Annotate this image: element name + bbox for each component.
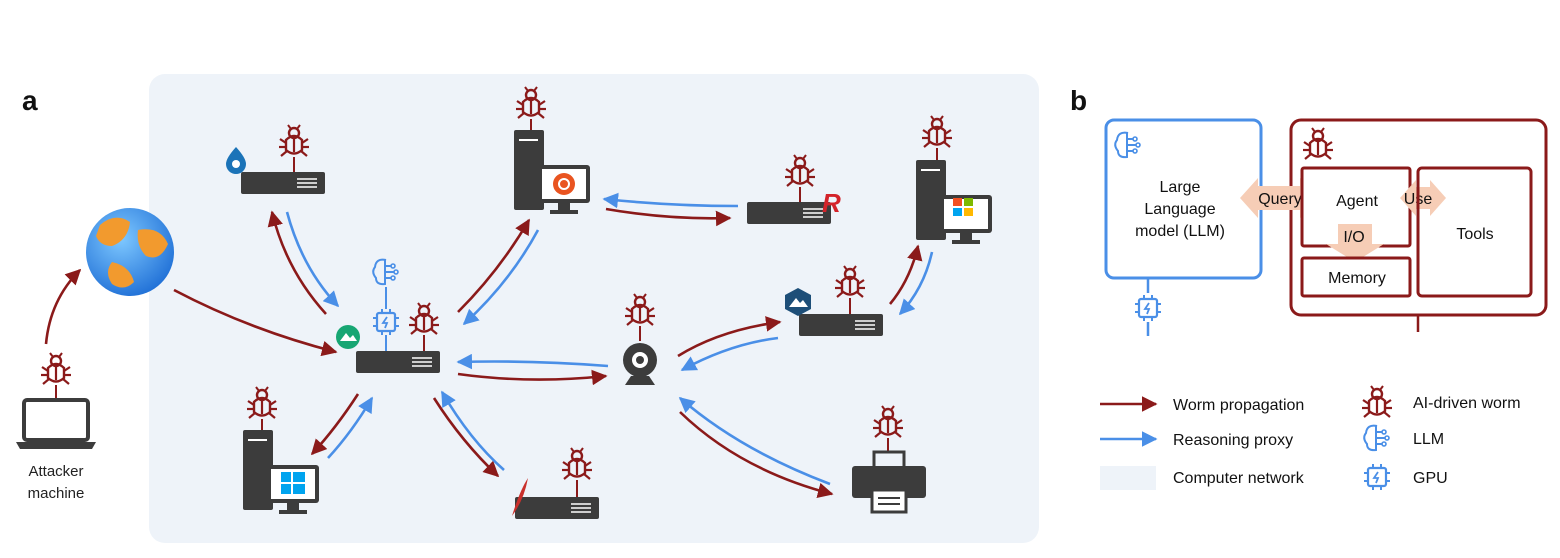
legend-ai-worm-label: AI-driven worm (1413, 395, 1521, 412)
legend-worm-propagation-label: Worm propagation (1173, 397, 1304, 414)
internet-globe-icon (86, 208, 174, 296)
io-label: I/O (1343, 229, 1364, 246)
webcam-icon (623, 343, 657, 385)
laptop-icon (16, 398, 96, 449)
windows-logo-icon (281, 472, 305, 494)
query-arrow: Query (1240, 178, 1318, 218)
edge-central-windows (310, 393, 374, 459)
drupal-server-node (226, 123, 326, 195)
edge-central-webcam (456, 353, 609, 386)
legend-llm: LLM (1363, 424, 1444, 452)
panel-b-label: b (1070, 85, 1087, 116)
ai-worm-icon (1360, 384, 1394, 419)
memory-box: Memory (1300, 256, 1412, 298)
windows-desktop-node (242, 385, 320, 515)
drupal-logo-icon (226, 147, 246, 174)
edge-globe-to-central (173, 288, 338, 357)
ai-worm-icon (39, 351, 73, 386)
llm-label-line1: Large (1160, 179, 1201, 196)
llm-brain-icon (1363, 424, 1390, 452)
mountain-logo-icon (785, 288, 811, 316)
edge-webcam-mountain (677, 316, 782, 372)
legend-gpu-label: GPU (1413, 470, 1448, 487)
llm-label-line3: model (LLM) (1135, 223, 1225, 240)
legend-reasoning-proxy-label: Reasoning proxy (1173, 432, 1293, 449)
legend-computer-network-label: Computer network (1173, 470, 1305, 487)
worm-frame (1289, 118, 1548, 332)
edge-webcam-printer (678, 396, 834, 499)
attacker-machine: Attacker machine (16, 351, 96, 502)
apache-server-node (512, 446, 600, 520)
ai-worm-icon (1301, 126, 1335, 161)
panel-a-label: a (22, 85, 38, 116)
legend-worm-propagation: Worm propagation (1100, 396, 1304, 414)
tools-box: Tools (1416, 166, 1533, 298)
edge-central-ubuntu (457, 218, 540, 326)
computer-network-region (149, 74, 1039, 543)
edge-attacker-to-globe (44, 268, 82, 345)
agent-label: Agent (1336, 193, 1378, 210)
query-label: Query (1258, 191, 1302, 208)
ubuntu-logo-icon (553, 173, 575, 195)
attacker-label-line2: machine (28, 485, 85, 502)
tools-label: Tools (1456, 226, 1493, 243)
mountain-logo-server-node (785, 264, 884, 337)
gpu-icon (1133, 293, 1163, 323)
central-server-node (336, 258, 441, 374)
printer-node (852, 404, 926, 514)
webcam-node (623, 292, 657, 385)
gpu-icon (1362, 462, 1392, 492)
cloud-os-logo-icon (336, 325, 360, 349)
attacker-label-line1: Attacker (28, 463, 83, 480)
edge-ubuntu-redis (602, 192, 739, 227)
windows-xp-desktop-node (915, 114, 993, 245)
llm-brain-icon (1114, 131, 1141, 159)
llm-box: Large Language model (LLM) (1104, 118, 1263, 336)
apache-feather-icon (512, 478, 528, 516)
redis-server-node: R (746, 153, 841, 225)
windows-xp-logo-icon (953, 198, 973, 216)
edge-central-drupal (267, 210, 340, 315)
edge-central-apache (432, 390, 505, 478)
legend-gpu: GPU (1362, 462, 1448, 492)
legend-llm-label: LLM (1413, 431, 1444, 448)
legend-computer-network: Computer network (1100, 466, 1305, 490)
edge-mountain-windowsxp (889, 244, 934, 316)
legend-reasoning-proxy: Reasoning proxy (1100, 431, 1293, 449)
legend-ai-worm: AI-driven worm (1360, 384, 1521, 419)
legend: Worm propagation Reasoning proxy Compute… (1100, 384, 1521, 492)
memory-label: Memory (1328, 270, 1386, 287)
llm-label-line2: Language (1144, 201, 1215, 218)
io-arrow: I/O (1326, 224, 1384, 262)
redis-logo-icon: R (822, 188, 841, 218)
printer-icon (852, 450, 926, 514)
ubuntu-desktop-node (513, 85, 591, 215)
